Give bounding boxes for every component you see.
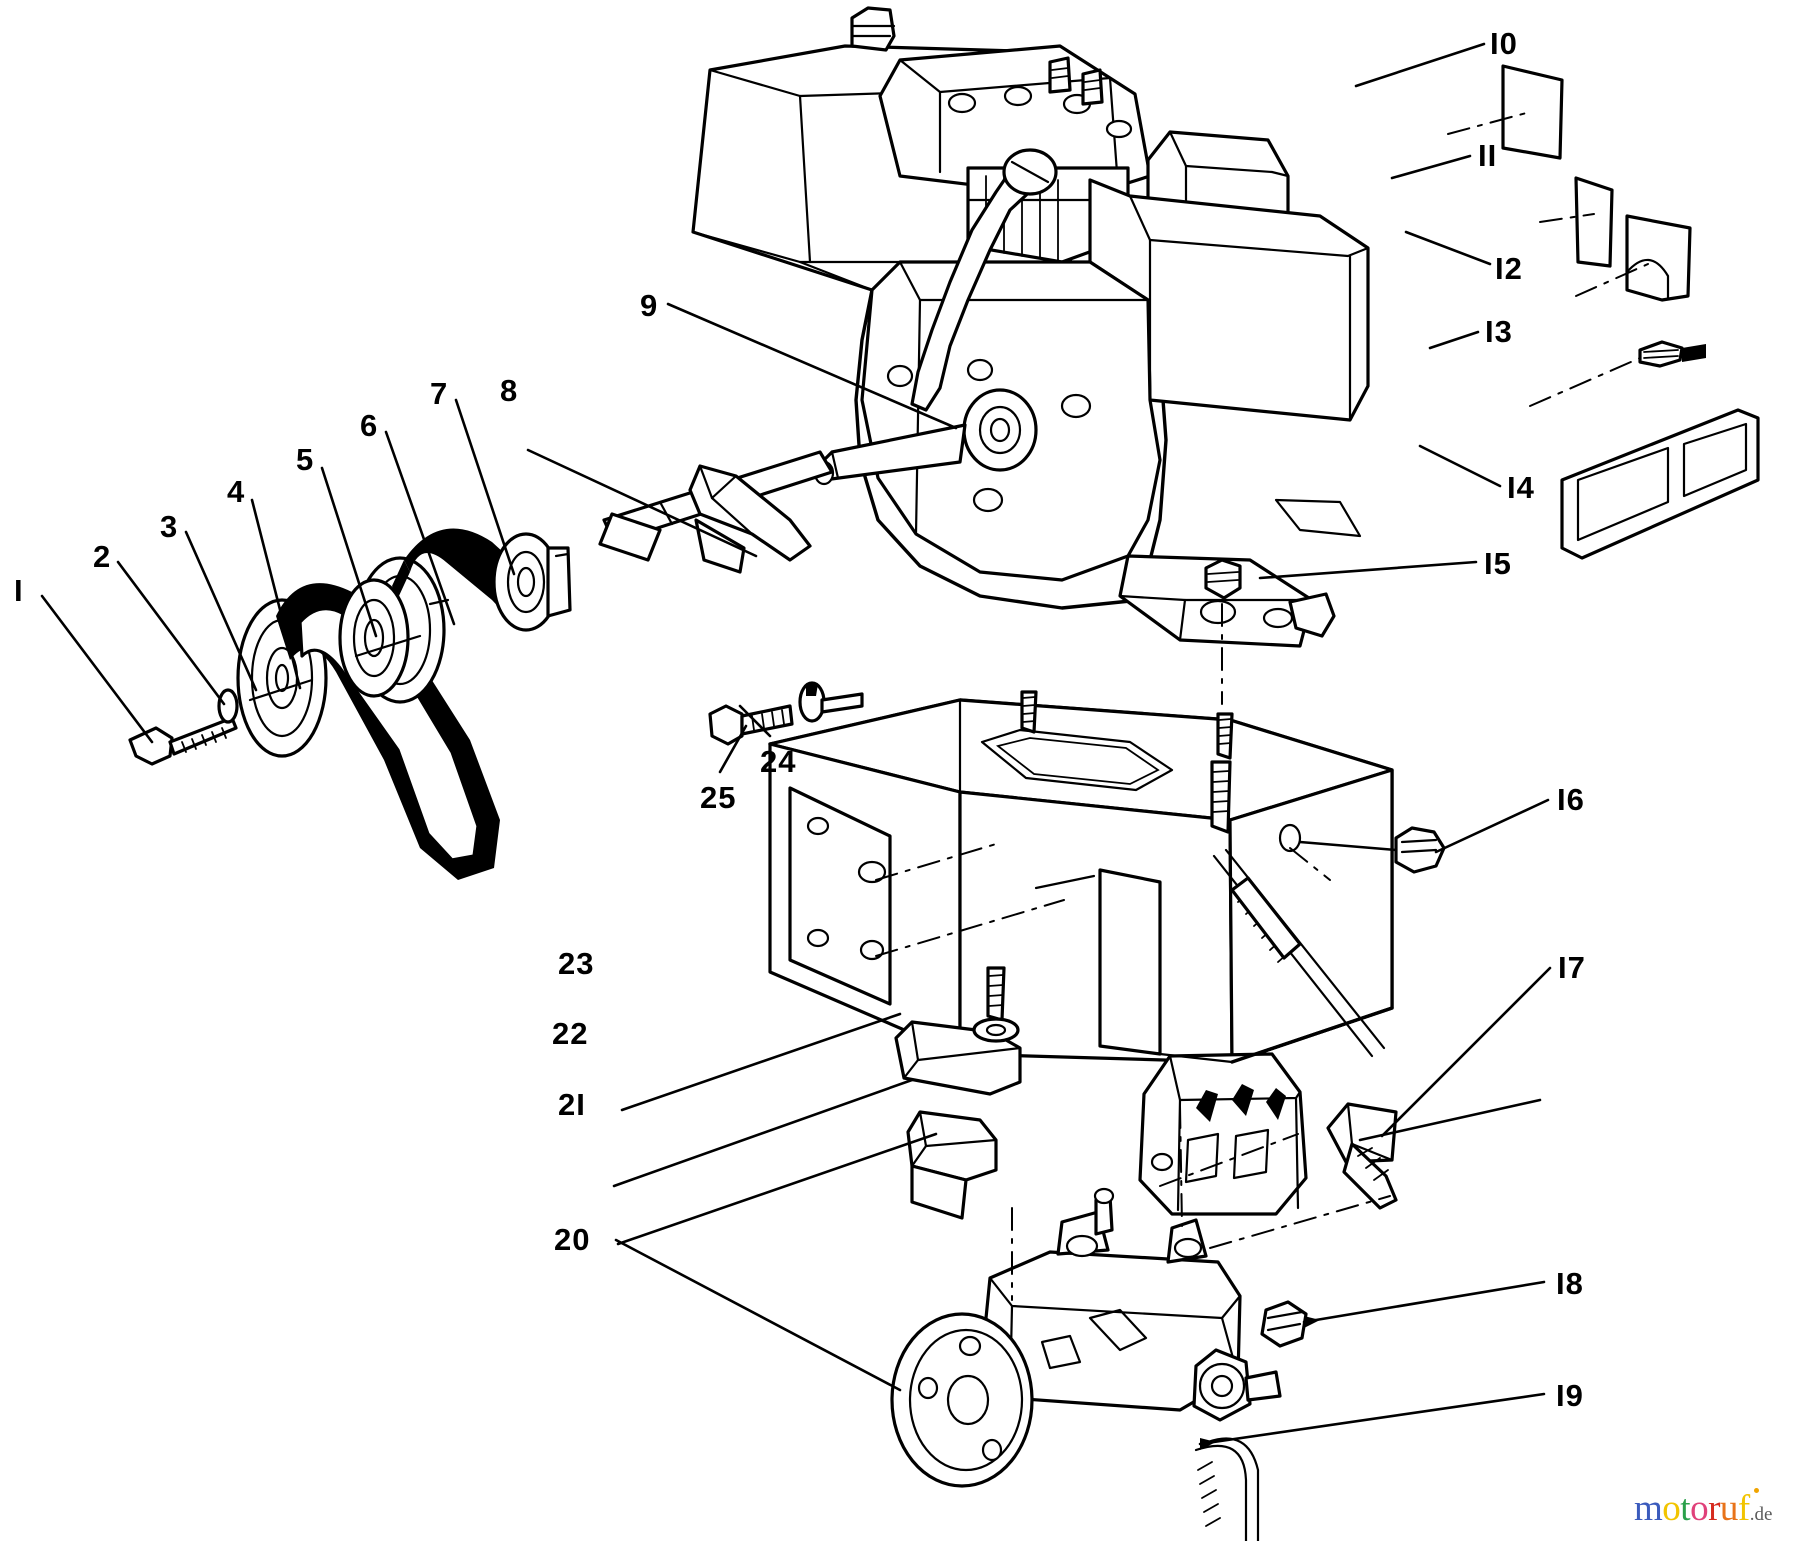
callout-11: II: [1478, 138, 1498, 173]
callout-13: I3: [1485, 314, 1513, 349]
screw-and-nameplate: [1529, 340, 1760, 560]
callout-10: I0: [1490, 26, 1518, 61]
motoruf-watermark: motoruf.de: [1634, 1488, 1773, 1529]
watermark-letter-r: r: [1708, 1488, 1720, 1529]
watermark-letter-m: m: [1634, 1488, 1663, 1529]
belt-and-pulley-group: [128, 450, 834, 880]
watermark-tld: .de: [1749, 1504, 1773, 1525]
watermark-accent-dot: [1754, 1488, 1759, 1493]
callout-23: 23: [558, 946, 595, 981]
callout-20: 20: [554, 1222, 591, 1257]
gearbox-assembly: [890, 1105, 1546, 1541]
decal-group: [1447, 64, 1692, 302]
mount-and-spring: [1209, 823, 1542, 1249]
callout-5: 5: [296, 442, 315, 477]
callout-1: I: [14, 573, 24, 608]
callout-24: 24: [760, 744, 797, 779]
watermark-letter-f: f: [1737, 1488, 1750, 1529]
watermark-letter-t: t: [1680, 1488, 1691, 1529]
callout-22: 22: [552, 1016, 589, 1051]
callout-12: I2: [1495, 251, 1523, 286]
callout-14: I4: [1507, 470, 1535, 505]
frame-housing: [768, 603, 1394, 1220]
leader-lines: [40, 42, 1552, 1392]
fasteners-24-25: [708, 681, 864, 746]
callout-17: I7: [1558, 950, 1586, 985]
callout-25: 25: [700, 780, 737, 815]
callout-19: I9: [1556, 1378, 1584, 1413]
engine-assembly: [691, 6, 1370, 648]
callout-15: I5: [1484, 546, 1512, 581]
callout-21: 2I: [558, 1087, 586, 1122]
callout-9: 9: [640, 288, 659, 323]
callout-16: I6: [1557, 782, 1585, 817]
callout-6: 6: [360, 408, 379, 443]
callout-18: I8: [1556, 1266, 1584, 1301]
callout-8: 8: [500, 373, 519, 408]
callout-7: 7: [430, 376, 449, 411]
callout-3: 3: [160, 509, 179, 544]
callout-4: 4: [227, 474, 246, 509]
watermark-letter-o2: o: [1690, 1488, 1709, 1529]
watermark-letter-o1: o: [1662, 1488, 1681, 1529]
callout-2: 2: [93, 539, 112, 574]
watermark-letter-u: u: [1719, 1488, 1739, 1529]
